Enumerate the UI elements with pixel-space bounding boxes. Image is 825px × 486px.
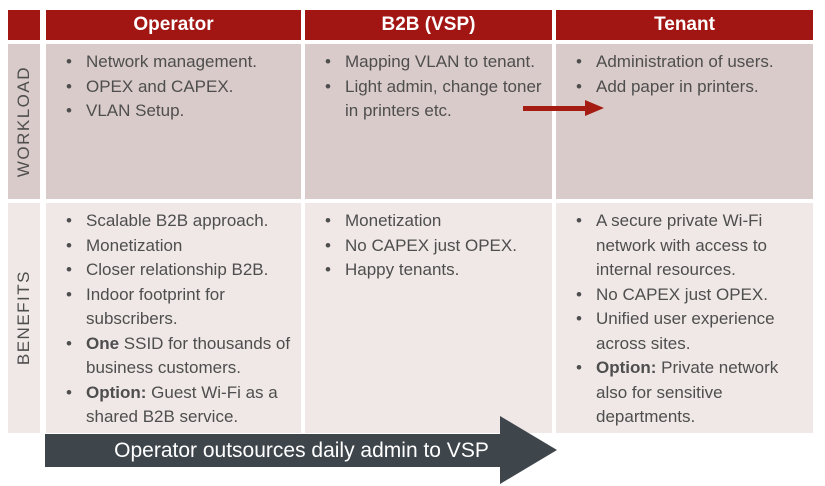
cell-benefits-tenant: A secure private Wi-Fi network with acce… [556,203,813,433]
bullet-list: A secure private Wi-Fi network with acce… [556,203,813,430]
bullet-item: One SSID for thousands of business custo… [64,332,293,381]
cell-benefits-b2b: MonetizationNo CAPEX just OPEX.Happy ten… [305,203,552,433]
bullet-item: Network management. [64,50,293,75]
bullet-list: Scalable B2B approach.MonetizationCloser… [46,203,301,430]
bullet-item: Scalable B2B approach. [64,209,293,234]
bullet-item: No CAPEX just OPEX. [323,234,544,259]
header-corner-cell [8,10,40,40]
header-tenant: Tenant [556,10,813,40]
cell-benefits-operator: Scalable B2B approach.MonetizationCloser… [46,203,301,433]
bullet-item: A secure private Wi-Fi network with acce… [574,209,805,283]
outsourcing-banner-arrowhead-icon [500,416,557,484]
bullet-list: Network management.OPEX and CAPEX.VLAN S… [46,44,301,124]
arrow-shaft [523,106,585,111]
bullet-item: OPEX and CAPEX. [64,75,293,100]
arrow-right-icon [523,100,604,117]
bullet-item: Administration of users. [574,50,805,75]
row-label-benefits: BENEFITS [8,203,40,433]
bullet-item: Option: Guest Wi-Fi as a shared B2B serv… [64,381,293,430]
bullet-item: Add paper in printers. [574,75,805,100]
cell-workload-b2b: Mapping VLAN to tenant.Light admin, chan… [305,44,552,199]
bullet-item: Closer relationship B2B. [64,258,293,283]
bullet-list: Administration of users.Add paper in pri… [556,44,813,99]
cell-workload-tenant: Administration of users.Add paper in pri… [556,44,813,199]
outsourcing-banner-label: Operator outsources daily admin to VSP [114,438,489,462]
bullet-item: Monetization [323,209,544,234]
row-label-workload-text: WORKLOAD [14,65,33,178]
header-operator: Operator [46,10,301,40]
outsourcing-banner: Operator outsources daily admin to VSP [45,434,500,467]
bullet-item: Happy tenants. [323,258,544,283]
bullet-item: No CAPEX just OPEX. [574,283,805,308]
arrow-head [585,100,604,116]
bullet-item: Monetization [64,234,293,259]
row-label-benefits-text: BENEFITS [14,270,33,366]
cell-workload-operator: Network management.OPEX and CAPEX.VLAN S… [46,44,301,199]
bullet-item: Option: Private network also for sensiti… [574,356,805,430]
bullet-item: Unified user experience across sites. [574,307,805,356]
bullet-item: VLAN Setup. [64,99,293,124]
bullet-list: Mapping VLAN to tenant.Light admin, chan… [305,44,552,124]
row-label-workload: WORKLOAD [8,44,40,199]
header-b2b-vsp: B2B (VSP) [305,10,552,40]
bullet-item: Indoor footprint for subscribers. [64,283,293,332]
bullet-item: Mapping VLAN to tenant. [323,50,544,75]
bullet-list: MonetizationNo CAPEX just OPEX.Happy ten… [305,203,552,283]
bullet-item: Light admin, change toner in printers et… [323,75,544,124]
